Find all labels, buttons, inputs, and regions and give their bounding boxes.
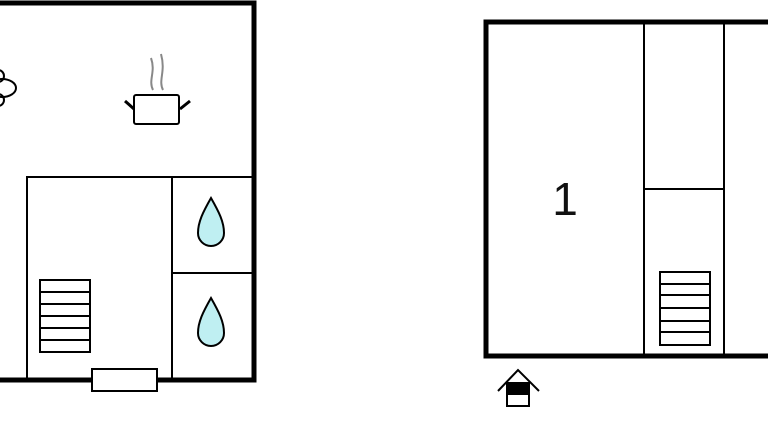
ceiling-fan-icon [0,69,17,107]
water-drop-icon [196,295,226,347]
inner-room-walls [26,176,255,381]
stairs-icon [39,279,91,353]
floor-plan-left [0,0,257,392]
outer-walls [483,19,768,359]
stairs-icon [659,271,711,346]
room-number-label: 1 [552,173,578,225]
floor-plan-right [483,19,768,407]
water-drop-icon [196,195,226,247]
cooking-pot-icon [124,53,191,125]
entrance-icon [497,368,540,407]
door-icon [91,368,158,392]
